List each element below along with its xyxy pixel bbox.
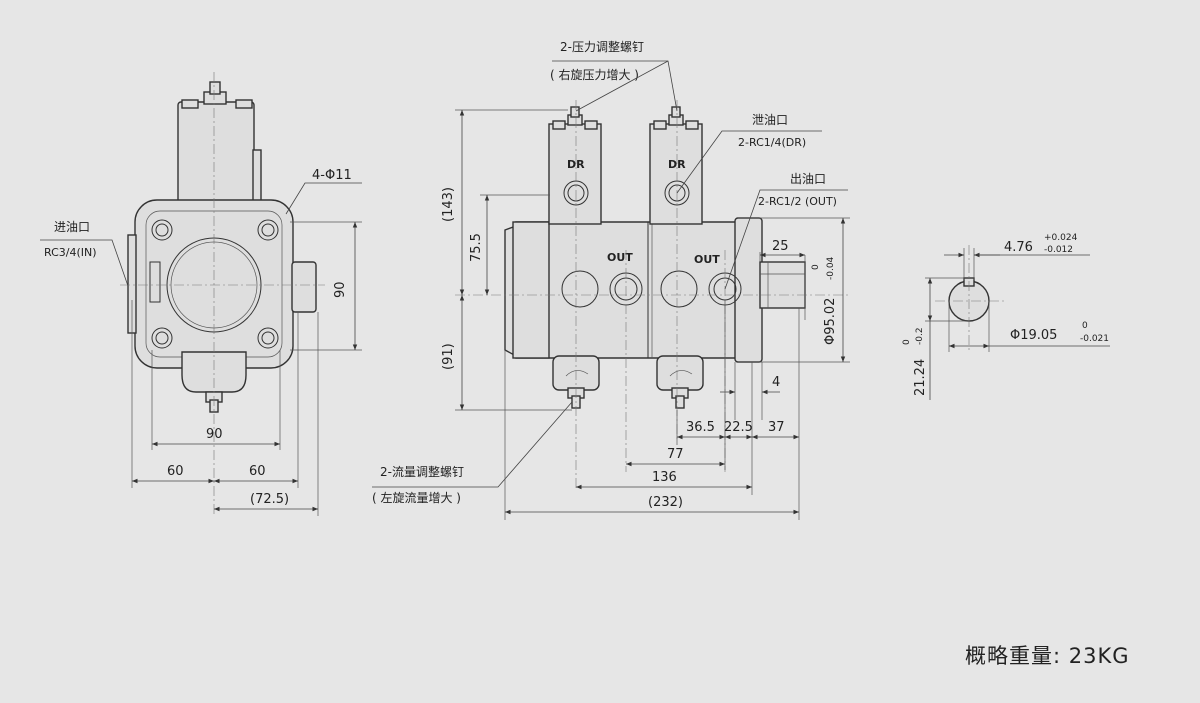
shaft-tol-lower: -0.04 — [826, 256, 836, 280]
front-offset-dim: (72.5) — [250, 492, 289, 507]
out-mark: OUT — [694, 253, 720, 266]
flow-screw-note: ( 左旋流量增大 ) — [372, 490, 461, 505]
shaft-length-dim: 25 — [772, 239, 789, 254]
drain-label: 泄油口 — [752, 113, 788, 127]
bolt-hole — [151, 327, 173, 349]
bolt-hole — [151, 219, 173, 241]
pressure-screw-label: 2-压力调整螺钉 — [560, 39, 644, 54]
overall-length-dim: (232) — [648, 495, 683, 510]
outlet-spec: 2-RC1/2 (OUT) — [758, 195, 837, 208]
front-left-half: 60 — [167, 464, 184, 479]
side-view-annotations: 2-压力调整螺钉 ( 右旋压力增大 ) 泄油口 2-RC1/4(DR) 出油口 … — [372, 39, 850, 520]
bolt-hole-callout: 4-Φ11 — [312, 168, 352, 183]
front-width-dim: 90 — [206, 427, 223, 442]
key-height-dim: 21.24 — [913, 359, 928, 396]
section-tol-lower: -0.021 — [1080, 334, 1109, 344]
flange-gap-dim: 4 — [772, 375, 780, 390]
upper-total-dim: (143) — [441, 187, 456, 222]
dim-36-5: 36.5 — [686, 420, 715, 435]
out-mark: OUT — [607, 251, 633, 264]
shaft-diameter-dim: Φ95.02 — [823, 298, 838, 345]
dim-22-5: 22.5 — [724, 420, 753, 435]
front-view-dimensions: 4-Φ11 进油口 RC3/4(IN) 90 90 60 60 (72.5) — [40, 168, 362, 516]
key-tol-lower: -0.012 — [1044, 245, 1073, 255]
inlet-label: 进油口 — [54, 220, 90, 234]
shaft-tol-upper: 0 — [811, 264, 821, 270]
front-height-dim: 90 — [333, 281, 348, 298]
weight-note: 概略重量: 23KG — [965, 644, 1130, 668]
height-tol-upper: 0 — [902, 339, 912, 345]
section-shaft-dia: Φ19.05 — [1010, 328, 1057, 343]
dr-mark: DR — [668, 158, 686, 171]
pressure-screw-note: ( 右旋压力增大 ) — [550, 67, 639, 82]
dim-37: 37 — [768, 420, 785, 435]
lower-total-dim: (91) — [441, 343, 456, 370]
inlet-spec: RC3/4(IN) — [44, 246, 97, 259]
key-tol-upper: +0.024 — [1044, 233, 1078, 243]
front-right-half: 60 — [249, 464, 266, 479]
drain-spec: 2-RC1/4(DR) — [738, 136, 806, 149]
dim-77: 77 — [667, 447, 684, 462]
dim-136: 136 — [652, 470, 677, 485]
front-view — [120, 72, 325, 515]
side-view: DR DR OUT OUT — [455, 100, 850, 490]
bolt-hole — [257, 327, 279, 349]
section-tol-upper: 0 — [1082, 321, 1088, 331]
bolt-hole — [257, 219, 279, 241]
upper-center-dim: 75.5 — [469, 233, 484, 262]
flow-screw-label: 2-流量调整螺钉 — [380, 464, 464, 479]
key-width-dim: 4.76 — [1004, 240, 1033, 255]
outlet-label: 出油口 — [790, 172, 826, 186]
shaft-section: 4.76 +0.024 -0.012 21.24 0 -0.2 Φ19.05 0… — [902, 233, 1110, 400]
height-tol-lower: -0.2 — [915, 327, 925, 345]
dr-mark: DR — [567, 158, 585, 171]
